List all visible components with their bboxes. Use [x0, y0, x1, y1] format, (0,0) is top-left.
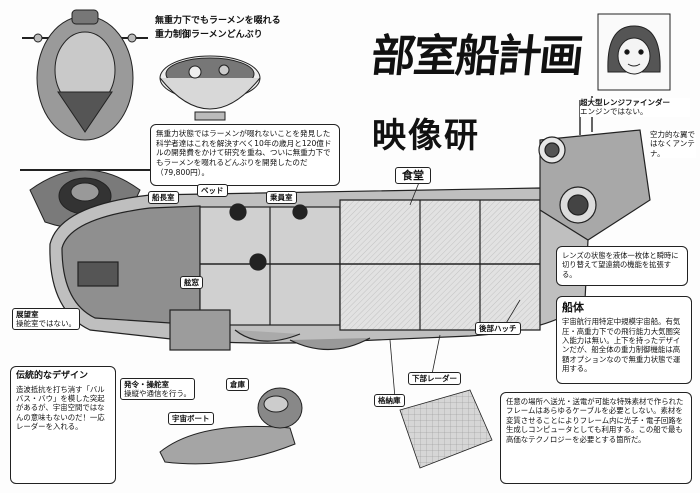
label-observation: 展望室 操舵室ではない。: [12, 308, 80, 330]
ship-top-view: [22, 9, 148, 141]
main-subtitle: 映像研: [372, 116, 480, 156]
label-observation-note: 操舵室ではない。: [16, 319, 76, 328]
frame-material-sketch: [399, 389, 493, 469]
label-bed: ベッド: [197, 184, 228, 197]
label-observation-title: 展望室: [16, 310, 39, 319]
main-ship-body: [49, 187, 589, 351]
hull-description: 船体 宇宙航行用特定中規模宇宙船。有気圧・高重力下での飛行能力大気圏突入能力は無…: [556, 296, 692, 384]
label-space-boat: 宇宙ボート: [168, 412, 214, 425]
label-launch-room: 発令・操舵室 操縦や通信を行う。: [120, 378, 196, 400]
label-launch-room-title: 発令・操舵室: [124, 380, 169, 389]
design-description: 伝統的なデザイン 造波抵抗を打ち消す「バルバス・バウ」を模した突起があるが、宇宙…: [10, 366, 116, 484]
label-cafeteria: 食堂: [395, 167, 431, 185]
label-lower-radar: 下部レーダー: [408, 372, 461, 385]
antenna-note: 空力的な翼ではなくアンテナ。: [650, 130, 696, 159]
ramen-heading-line2: 重力制御ラーメンどんぶり: [155, 29, 263, 40]
character-portrait: [597, 13, 671, 91]
lens-note: レンズの状態を液体一枚体と瞬時に切り替えて望遠鏡の機能を拡張する。: [556, 246, 688, 286]
rangefinder-title: 超大型レンジファインダー: [580, 98, 670, 107]
label-rear-hatch: 後部ハッチ: [475, 322, 521, 335]
label-bow: 舷窓: [180, 276, 203, 289]
hull-title: 船体: [562, 301, 584, 314]
frame-text: 任意の場所へ送光・送電が可能な特殊素材で作られたフレームはあらゆるケーブルを必要…: [506, 397, 684, 444]
frame-description: 任意の場所へ送光・送電が可能な特殊素材で作られたフレームはあらゆるケーブルを必要…: [500, 392, 692, 484]
label-captain-room: 船長室: [148, 191, 179, 204]
label-hangar: 格納庫: [374, 394, 405, 407]
rangefinder-text: エンジンではない。: [580, 107, 648, 117]
ramen-heading: 無重力下でもラーメンを啜れる 重力制御ラーメンどんぶり: [150, 12, 290, 47]
space-boat-illustration: [159, 387, 303, 465]
label-crew-room: 乗員室: [266, 191, 297, 204]
design-text: 造波抵抗を打ち消す「バルバス・バウ」を模した突起があるが、宇宙空間ではなんの意味…: [16, 384, 105, 432]
ramen-description: 無重力状態ではラーメンが啜れないことを発見した科学者達はこれを解決すべく10年の…: [150, 124, 340, 186]
rangefinder-note: 超大型レンジファインダー エンジンではない。: [580, 98, 690, 117]
ramen-bowl-illustration: [159, 55, 261, 121]
hull-text: 宇宙航行用特定中規模宇宙船。有気圧・高重力下での飛行能力大気圏突入能力は無い。上…: [562, 317, 681, 374]
rangefinder-assembly: [538, 96, 651, 241]
label-warehouse: 倉庫: [226, 378, 249, 391]
label-launch-room-note: 操縦や通信を行う。: [124, 389, 192, 398]
ramen-description-text: 無重力状態ではラーメンが啜れないことを発見した科学者達はこれを解決すべく10年の…: [156, 129, 332, 177]
design-title: 伝統的なデザイン: [16, 371, 89, 381]
main-title: 部室船計画: [368, 31, 585, 82]
ramen-heading-line1: 無重力下でもラーメンを啜れる: [155, 16, 281, 26]
